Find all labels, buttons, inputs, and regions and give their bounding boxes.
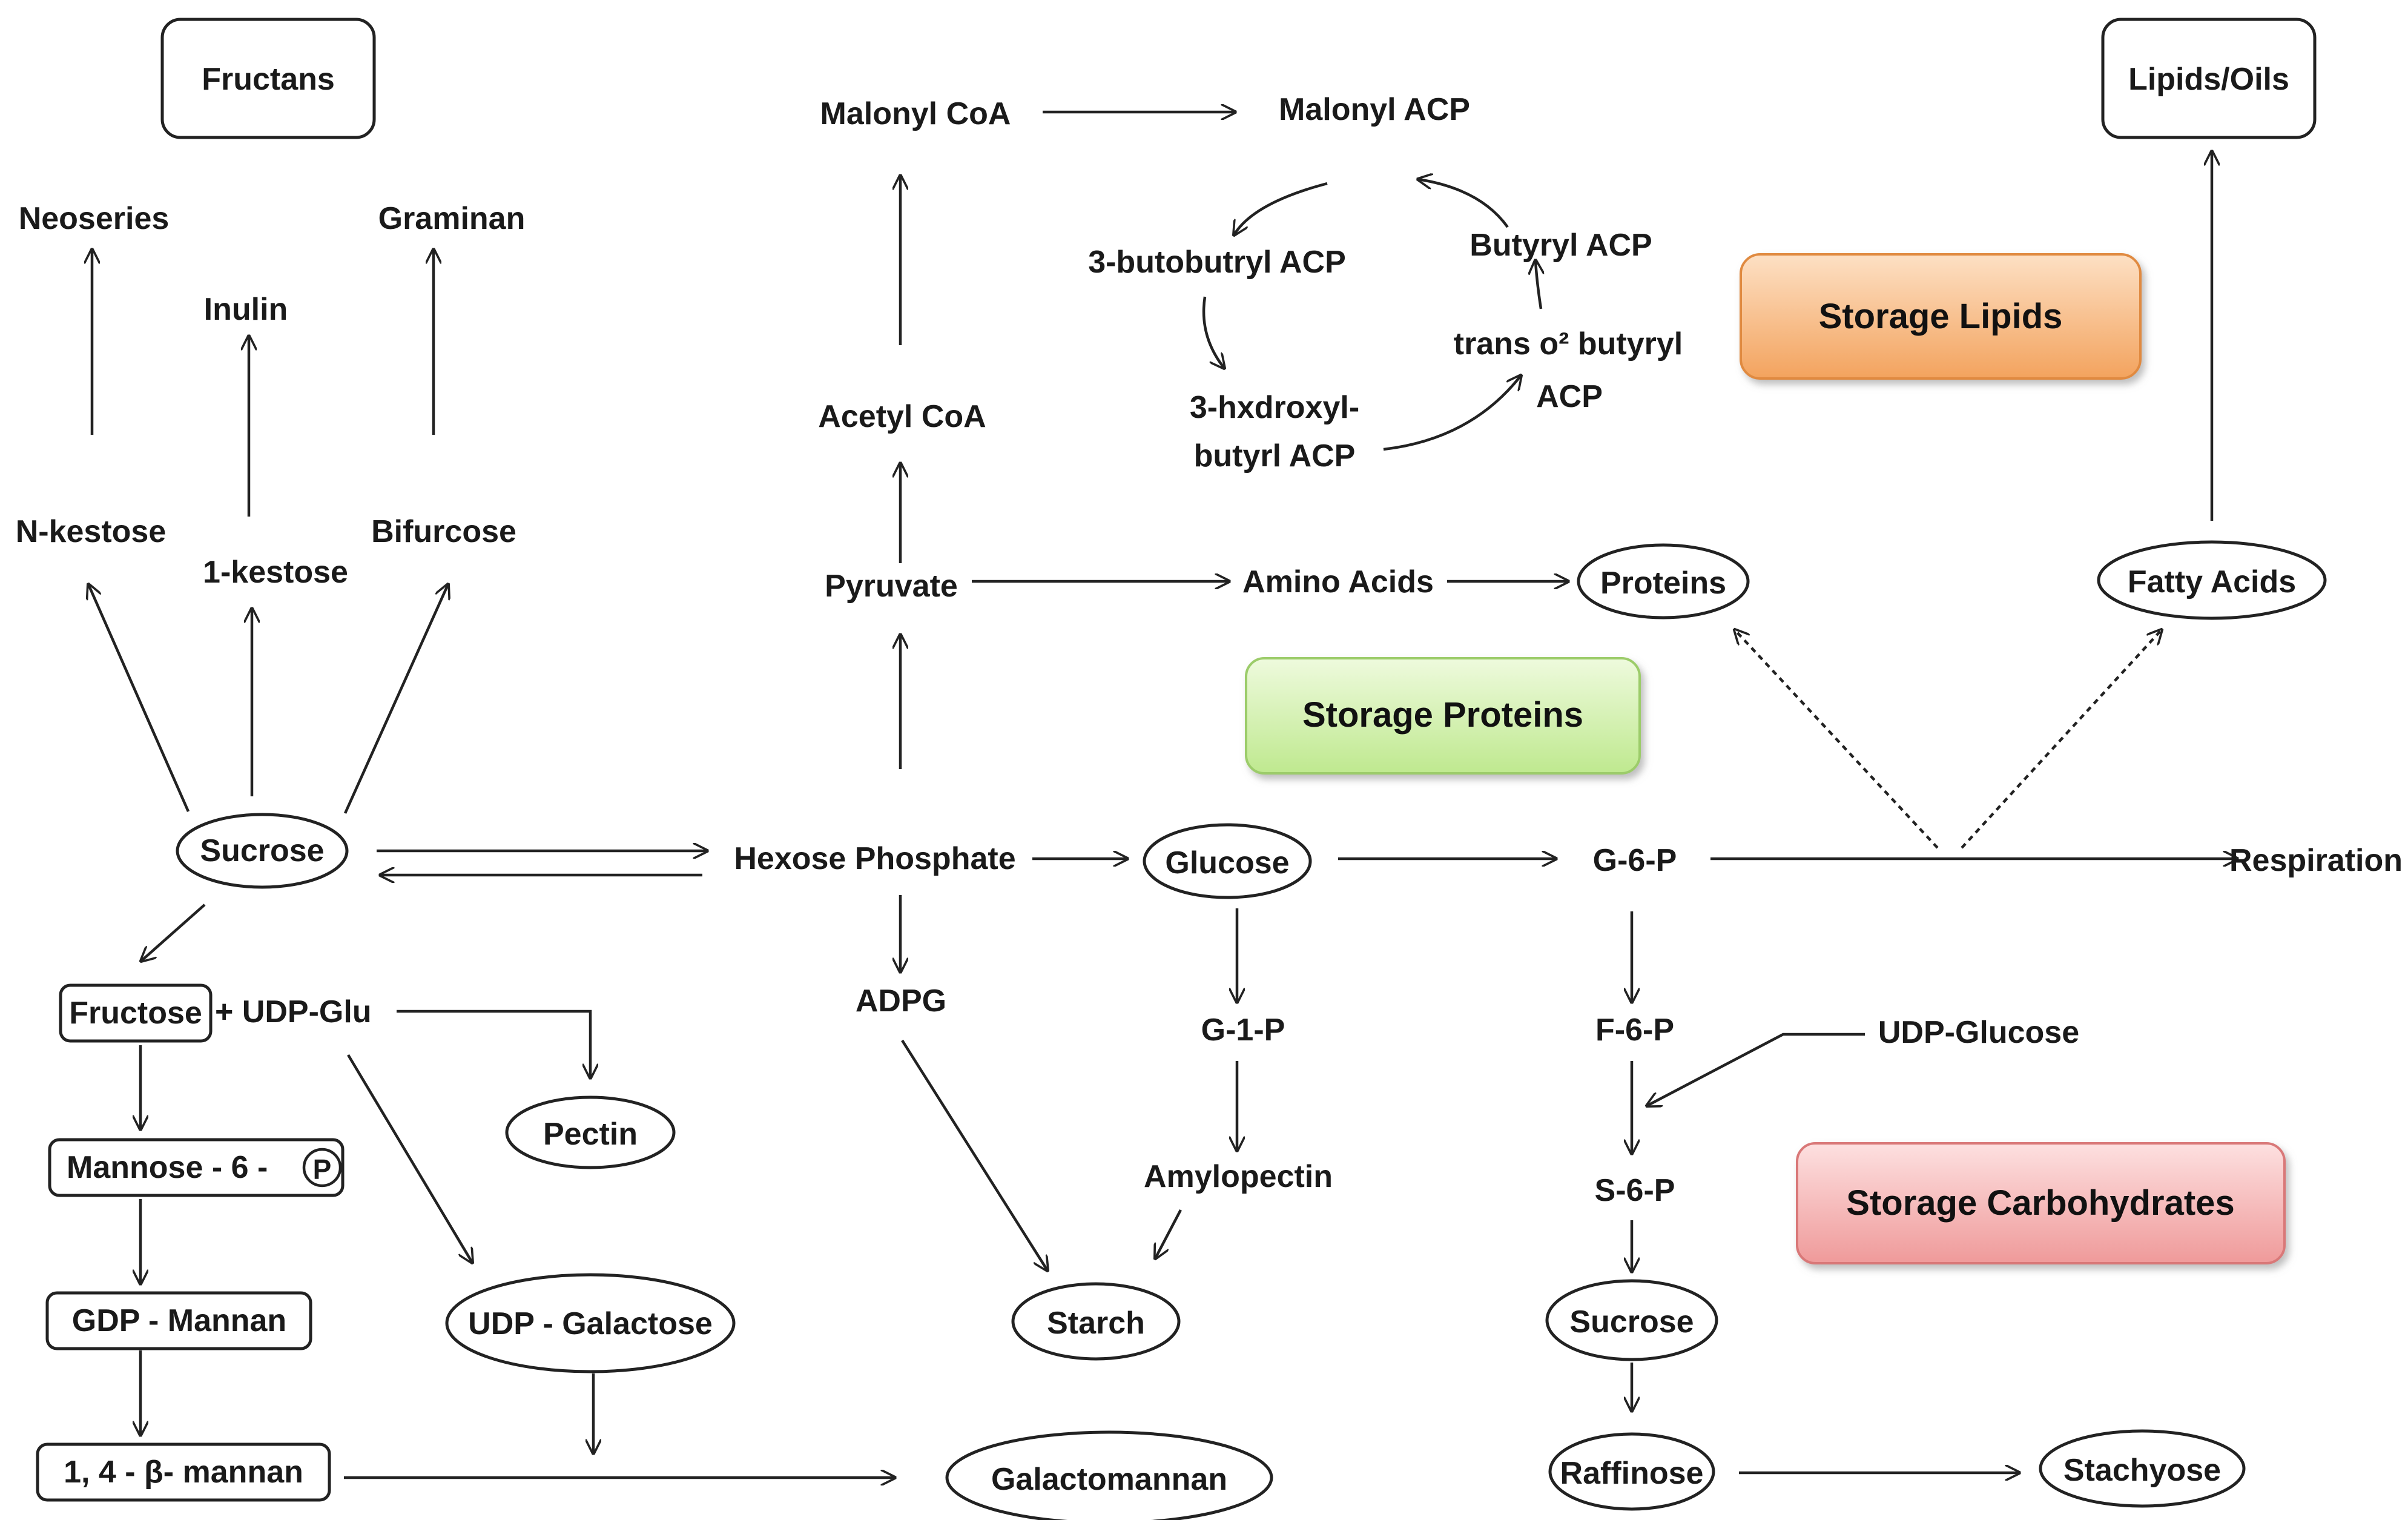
graminan-label: Graminan — [378, 201, 526, 236]
raffinose-ellipse — [1548, 1432, 1715, 1511]
raffinose-label: Raffinose — [1560, 1456, 1704, 1491]
udp-galactose-label: UDP - Galactose — [468, 1306, 713, 1341]
sucrose-left-label: Sucrose — [200, 833, 324, 868]
arrow-sucrose-nkestose — [88, 584, 190, 812]
glucose-label: Glucose — [1165, 845, 1289, 881]
beta-mannan-label: 1, 4 - β- mannan — [64, 1455, 303, 1490]
galactomannan-label: Galactomannan — [991, 1462, 1227, 1497]
proteins-ellipse — [1577, 543, 1750, 620]
n-kestose-label: N-kestose — [16, 514, 167, 549]
acetyl-coa-label: Acetyl CoA — [818, 399, 986, 434]
fructans-label: Fructans — [202, 62, 335, 97]
pectin-label: Pectin — [543, 1117, 638, 1152]
hxdroxyl-label-line1: 3-hxdroxyl- — [1190, 390, 1359, 425]
arrow-malonylacp-butobutryl — [1234, 182, 1328, 235]
udp-glu-label: + UDP-Glu — [215, 994, 372, 1029]
arrow-dotted-to-fattyacids — [1961, 630, 2162, 849]
starch-ellipse — [1011, 1282, 1181, 1361]
arrow-hxdroxyl-trans — [1383, 375, 1521, 451]
proteins-label: Proteins — [1600, 566, 1726, 601]
respiration-label: Respiration — [2229, 843, 2403, 878]
fructose-label: Fructose — [69, 996, 202, 1031]
sucrose-left-ellipse — [176, 813, 349, 889]
pectin-ellipse — [505, 1095, 676, 1169]
arrow-sucrose-bifurcose — [343, 584, 448, 814]
storage-lipids-box: Storage Lipids — [1740, 253, 2142, 380]
lipids-oils-box — [2101, 18, 2317, 139]
fructose-box — [59, 983, 213, 1043]
phosphate-label: P — [313, 1154, 332, 1185]
gdp-mannan-box — [45, 1291, 312, 1350]
fatty-acids-label: Fatty Acids — [2128, 564, 2296, 600]
inulin-label: Inulin — [204, 292, 288, 327]
galactomannan-ellipse — [945, 1430, 1273, 1520]
stachyose-ellipse — [2039, 1429, 2246, 1508]
hexose-phosphate-label: Hexose Phosphate — [734, 841, 1015, 876]
sucrose-right-label: Sucrose — [1569, 1304, 1694, 1340]
arrow-butobutryl-hxdroxyl — [1202, 296, 1224, 368]
storage-carbohydrates-box: Storage Carbohydrates — [1796, 1142, 2286, 1264]
mannose-label: Mannose - 6 - — [67, 1150, 268, 1185]
mannose-box — [48, 1138, 345, 1197]
pyruvate-label: Pyruvate — [825, 569, 958, 604]
node-shapes — [36, 18, 2327, 1520]
arrow-butyryl-malonylacp — [1418, 179, 1509, 228]
storage-proteins-box: Storage Proteins — [1245, 657, 1641, 775]
amino-acids-label: Amino Acids — [1242, 564, 1434, 600]
bifurcose-label: Bifurcose — [371, 514, 516, 549]
trans-butyryl-label-line1: trans o² butyryl — [1454, 326, 1683, 362]
udp-glucose-label: UDP-Glucose — [1878, 1015, 2079, 1050]
1-kestose-label: 1-kestose — [203, 555, 348, 590]
arrow-udpglu-pectin — [397, 1009, 590, 1078]
g6p-label: G-6-P — [1593, 843, 1677, 878]
butyryl-acp-label: Butyryl ACP — [1470, 228, 1652, 263]
g1p-label: G-1-P — [1201, 1013, 1285, 1048]
node-labels: Fructans Neoseries Inulin Graminan N-kes… — [16, 62, 2403, 1497]
glucose-ellipse — [1143, 823, 1312, 899]
arrow-adpg-starch — [901, 1039, 1047, 1271]
arrow-amylopectin-starch — [1155, 1209, 1182, 1258]
sucrose-right-ellipse — [1545, 1279, 1718, 1361]
malonyl-acp-label: Malonyl ACP — [1279, 92, 1470, 127]
adpg-label: ADPG — [856, 983, 946, 1019]
hxdroxyl-label-line2: butyrl ACP — [1194, 438, 1356, 474]
beta-mannan-box — [36, 1442, 331, 1502]
lipids-oils-label: Lipids/Oils — [2128, 62, 2289, 97]
storage-lipids-label: Storage Lipids — [1819, 297, 2063, 336]
arrow-sucrose-fructose — [141, 904, 206, 961]
arrows — [88, 112, 2237, 1478]
trans-butyryl-label-line2: ACP — [1536, 379, 1603, 414]
arrow-dotted-to-proteins — [1735, 630, 1939, 849]
phosphate-circle — [302, 1148, 342, 1188]
arrow-udpglucose-s6p — [1647, 1033, 1865, 1106]
starch-label: Starch — [1047, 1306, 1145, 1341]
arrow-trans-butyryl — [1536, 260, 1541, 309]
malonyl-coa-label: Malonyl CoA — [820, 96, 1011, 131]
fructans-box — [160, 18, 376, 139]
storage-proteins-label: Storage Proteins — [1302, 695, 1583, 735]
udp-galactose-ellipse — [445, 1273, 736, 1373]
neoseries-label: Neoseries — [19, 201, 170, 236]
f6p-label: F-6-P — [1595, 1013, 1674, 1048]
fatty-acids-ellipse — [2097, 540, 2327, 620]
gdp-mannan-label: GDP - Mannan — [72, 1303, 286, 1338]
amylopectin-label: Amylopectin — [1144, 1159, 1333, 1194]
storage-carbohydrates-label: Storage Carbohydrates — [1846, 1183, 2234, 1223]
arrow-udpglu-udpgalactose — [347, 1054, 472, 1263]
butobutryl-acp-label: 3-butobutryl ACP — [1088, 245, 1346, 280]
s6p-label: S-6-P — [1595, 1173, 1675, 1208]
stachyose-label: Stachyose — [2063, 1453, 2221, 1488]
